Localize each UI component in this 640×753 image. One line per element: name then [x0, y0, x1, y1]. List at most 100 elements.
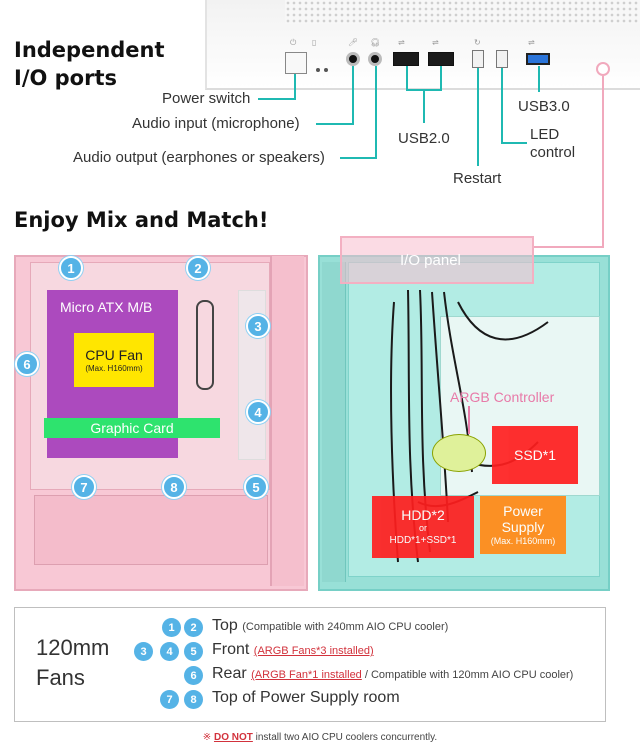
io-callout-dot [596, 62, 610, 76]
fan-legend-title-line1: 120mm [36, 635, 110, 660]
callout-line-io-panel [602, 76, 604, 248]
usb-icon: ⇌ [398, 38, 405, 47]
restart-icon: ↻ [474, 38, 481, 47]
motherboard-label: Micro ATX M/B [60, 299, 153, 315]
pink-case-psu-shroud [34, 495, 268, 565]
microphone-jack [346, 52, 360, 66]
headphone-icon: 🎧︎ [370, 38, 381, 47]
fan-badge-3: 3 [246, 314, 270, 338]
cpu-fan-area: CPU Fan (Max. H160mm) [74, 333, 154, 387]
callout-line-audio-out [375, 66, 377, 158]
legend-badge-1: 1 [162, 618, 181, 637]
legend-badge-4: 4 [160, 642, 179, 661]
io-panel-label: I/O panel [400, 252, 461, 269]
usb2-port-2 [428, 52, 454, 66]
legend-badge-8: 8 [184, 690, 203, 709]
audio-output-label: Audio output (earphones or speakers) [73, 149, 325, 166]
callout-line-usb3 [538, 66, 540, 92]
legend-row-top: Top (Compatible with 240mm AIO CPU coole… [212, 617, 448, 635]
callout-line-led [501, 68, 503, 144]
psu-label-line1: Power [503, 503, 543, 519]
restart-button-port [472, 50, 484, 68]
legend-row-front-position: Front [212, 641, 250, 658]
io-heading: Independent I/O ports [14, 36, 165, 92]
warning-text: install two AIO CPU coolers concurrently… [252, 732, 438, 743]
mix-heading: Enjoy Mix and Match! [14, 208, 269, 232]
ssd-bay: SSD*1 [492, 426, 578, 484]
legend-badge-7: 7 [160, 690, 179, 709]
led-control-button-port [496, 50, 508, 68]
usb3-icon: ⇌ [528, 38, 535, 47]
hdd-alt: HDD*1+SSD*1 [389, 535, 457, 546]
status-leds [314, 58, 332, 72]
usb-icon: ⇌ [432, 38, 439, 47]
legend-row-rear: Rear (ARGB Fan*1 installed / Compatible … [212, 665, 573, 683]
argb-callout-line [468, 406, 470, 434]
power-switch-port [285, 52, 307, 74]
led-control-label-line1: LED [530, 126, 560, 143]
fan-badge-6: 6 [15, 352, 39, 376]
fan-badge-7: 7 [72, 475, 96, 499]
io-heading-line2: I/O ports [14, 66, 118, 90]
restart-label: Restart [453, 170, 502, 187]
fan-badge-2: 2 [186, 256, 210, 280]
callout-line-power [294, 74, 296, 99]
callout-line-mic-h [316, 123, 354, 125]
fan-badge-5: 5 [244, 475, 268, 499]
legend-row-rear-position: Rear [212, 665, 247, 682]
pink-case-front [270, 256, 304, 586]
legend-row-rear-link[interactable]: (ARGB Fan*1 installed [251, 669, 362, 681]
hdd-bay: HDD*2 or HDD*1+SSD*1 [372, 496, 474, 558]
legend-row-top-position: Top [212, 617, 238, 634]
headphone-jack [368, 52, 382, 66]
io-heading-line1: Independent [14, 38, 165, 62]
warning-mark: ※ [202, 732, 212, 743]
callout-line-mic [352, 66, 354, 124]
callout-line-restart [477, 68, 479, 166]
legend-row-front: Front (ARGB Fans*3 installed) [212, 641, 374, 659]
psu-note: (Max. H160mm) [490, 536, 556, 546]
fan-badge-1: 1 [59, 256, 83, 280]
legend-row-psu-top: Top of Power Supply room [212, 689, 400, 707]
audio-input-label: Audio input (microphone) [132, 115, 300, 132]
microphone-icon: 🎤︎ [348, 38, 359, 47]
warning-negation: DO NOT [213, 732, 253, 743]
legend-badge-3: 3 [134, 642, 153, 661]
led-control-label-line2: control [530, 144, 576, 161]
legend-badge-5: 5 [184, 642, 203, 661]
argb-controller [432, 434, 486, 472]
legend-row-rear-detail: / Compatible with 120mm AIO CPU cooler) [361, 669, 574, 681]
usb3-port [526, 53, 550, 65]
teal-case-front [322, 262, 346, 582]
led-control-label: LED control [530, 126, 575, 162]
callout-line-audio-out-h [340, 157, 377, 159]
hdd-or: or [418, 523, 427, 533]
mesh-grille [285, 0, 640, 24]
power-switch-label: Power switch [162, 90, 251, 107]
callout-line-usb2-v [423, 89, 425, 123]
psu-label-line2: Supply [501, 519, 545, 535]
hdd-label: HDD*2 [401, 507, 445, 523]
legend-badge-2: 2 [184, 618, 203, 637]
usb2-label: USB2.0 [398, 130, 450, 147]
fan-legend-title-line2: Fans [36, 665, 85, 690]
fan-badge-8: 8 [162, 475, 186, 499]
callout-line-usb2-a [406, 66, 408, 90]
legend-row-front-link[interactable]: (ARGB Fans*3 installed) [253, 645, 374, 657]
argb-controller-label: ARGB Controller [450, 389, 555, 405]
pink-case-cable-cutout [196, 300, 214, 390]
legend-row-top-detail: (Compatible with 240mm AIO CPU cooler) [242, 621, 449, 633]
callout-line-io-panel-h [534, 246, 604, 248]
usb3-label: USB3.0 [518, 98, 570, 115]
power-supply-bay: Power Supply (Max. H160mm) [480, 496, 566, 554]
graphic-card-area: Graphic Card [44, 418, 220, 438]
usb2-port-1 [393, 52, 419, 66]
callout-line-led-h [501, 142, 527, 144]
hdd-led-icon: ▯ [312, 38, 317, 47]
cpu-fan-label: CPU Fan [85, 346, 143, 363]
legend-row-psu-top-position: Top of Power Supply room [212, 689, 400, 706]
callout-line-usb2-b [440, 66, 442, 90]
legend-badge-6: 6 [184, 666, 203, 685]
fan-legend [14, 607, 606, 722]
fan-legend-title: 120mm Fans [36, 633, 109, 693]
